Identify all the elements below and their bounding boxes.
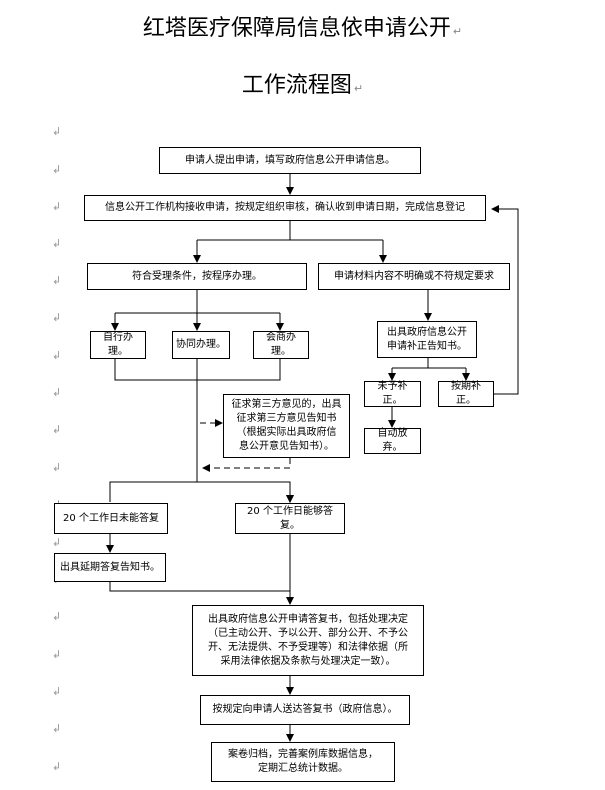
node-supplement-ontime: 按期补正。 <box>438 381 494 407</box>
node-deliver: 按规定向申请人送达答复书（政府信息）。 <box>200 695 410 725</box>
node-reply: 出具政府信息公开申请答复书，包括处理决定 （已主动公开、予以公开、部分公开、不予… <box>192 605 424 676</box>
paragraph-mark-icon: ↵ <box>353 82 364 95</box>
margin-mark-icon: ↲ <box>52 610 62 623</box>
connector <box>109 582 290 592</box>
margin-mark-icon: ↲ <box>52 461 62 474</box>
margin-mark-icon: ↲ <box>52 648 62 661</box>
margin-mark-icon: ↲ <box>52 237 62 250</box>
connector <box>392 358 466 380</box>
margin-mark-icon: ↲ <box>52 311 62 324</box>
title-text-1: 红塔医疗保障局信息依申请公开 <box>142 16 451 41</box>
node-third-party: 征求第三方意见的，出具 征求第三方意见告知书 （根据实际出具政府信 息公开意见告… <box>223 394 350 458</box>
margin-mark-icon: ↲ <box>52 163 62 176</box>
title-line-1: 红塔医疗保障局信息依申请公开↵ <box>0 10 605 42</box>
dashed-connector <box>202 458 291 472</box>
connector <box>491 205 519 395</box>
node-within-20: 20 个工作日能够答复。 <box>235 503 345 534</box>
connector <box>109 481 290 502</box>
node-accept: 符合受理条件，按程序办理。 <box>87 263 307 290</box>
node-extension-notice: 出具延期答复告知书。 <box>54 553 166 582</box>
node-auto-abandon: 自动放弃。 <box>364 428 421 454</box>
node-self: 自行办理。 <box>90 331 146 359</box>
node-archive: 案卷归档，完善案例库数据信息， 定期汇总统计数据。 <box>211 742 395 782</box>
node-apply: 申请人提出申请，填写政府信息公开申请信息。 <box>159 147 421 174</box>
node-receive: 信息公开工作机构接收申请，按规定组织审核，确认收到申请日期，完成信息登记 <box>84 195 486 221</box>
connector <box>196 221 383 262</box>
node-not-within-20: 20 个工作日未能答复 <box>54 503 168 534</box>
margin-mark-icon: ↲ <box>52 274 62 287</box>
margin-mark-icon: ↲ <box>52 760 62 773</box>
margin-mark-icon: ↲ <box>52 423 62 436</box>
node-supplement-notice: 出具政府信息公开 申请补正告知书。 <box>377 321 477 358</box>
margin-mark-icon: ↲ <box>52 386 62 399</box>
margin-mark-icon: ↲ <box>52 685 62 698</box>
margin-mark-icon: ↲ <box>52 722 62 735</box>
title-line-2: 工作流程图↵ <box>0 67 605 99</box>
node-unclear: 申请材料内容不明确或不符规定要求 <box>318 263 510 290</box>
margin-mark-icon: ↲ <box>52 536 62 549</box>
node-consult: 会商办理。 <box>253 331 309 359</box>
title-text-2: 工作流程图 <box>241 73 352 98</box>
node-assist: 协同办理。 <box>172 331 230 359</box>
margin-mark-icon: ↲ <box>52 125 62 138</box>
margin-mark-icon: ↲ <box>52 200 62 213</box>
margin-mark-icon: ↲ <box>52 349 62 362</box>
paragraph-mark-icon: ↵ <box>452 25 463 38</box>
node-not-supplement: 未予补正。 <box>364 381 421 407</box>
